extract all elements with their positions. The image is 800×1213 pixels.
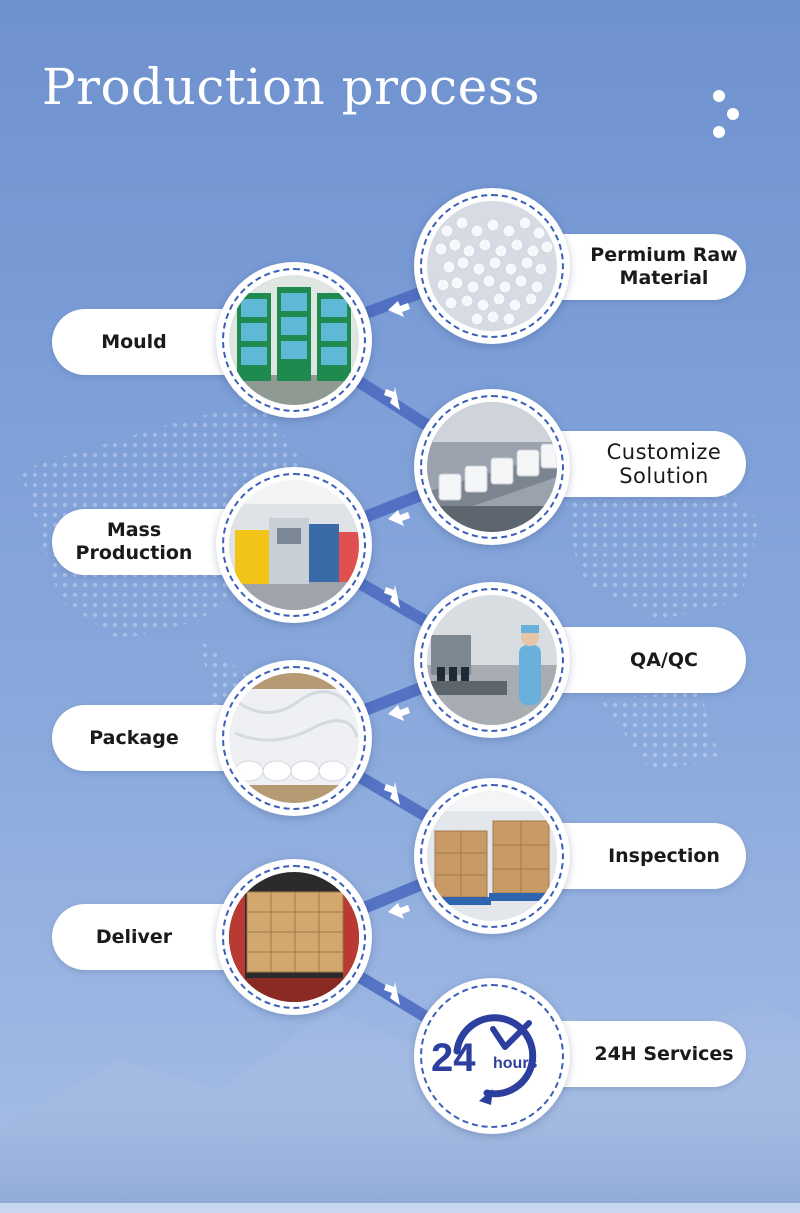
step-inspection-photo [414,778,570,934]
arrow-icon [384,387,400,410]
bottle-conveyor-photo [427,402,557,532]
step-deliver-photo [216,859,372,1015]
arrow-icon [388,301,410,317]
arrow-icon [388,903,410,919]
mould-racks-photo [229,275,359,405]
step-qa-qc-photo [414,582,570,738]
page-title: Production process [42,58,541,116]
step-package-photo [216,660,372,816]
step-24h-services-badge: 24 hours [414,978,570,1134]
blow-molding-machine-photo [229,480,359,610]
step-mass-production-photo [216,467,372,623]
decorative-dots-icon [713,90,739,138]
arrow-icon [384,782,400,805]
arrow-icon [388,510,410,526]
arrow-icon [388,705,410,721]
step-mould-photo [216,262,372,418]
badge-number: 24 [431,1036,476,1080]
packaged-bottles-photo [229,673,359,803]
step-raw-material-photo [414,188,570,344]
pallet-boxes-photo [427,791,557,921]
step-mass-production-label: Mass Production [52,509,264,575]
container-boxes-photo [229,872,359,1002]
clock-24-icon: 24 hours [431,1014,538,1105]
badge-unit: hours [493,1055,538,1072]
arrow-icon [384,585,400,608]
pellets-photo [427,201,557,331]
arrow-icon [384,982,400,1005]
inspector-photo [427,595,557,725]
step-customize-solution-photo [414,389,570,545]
